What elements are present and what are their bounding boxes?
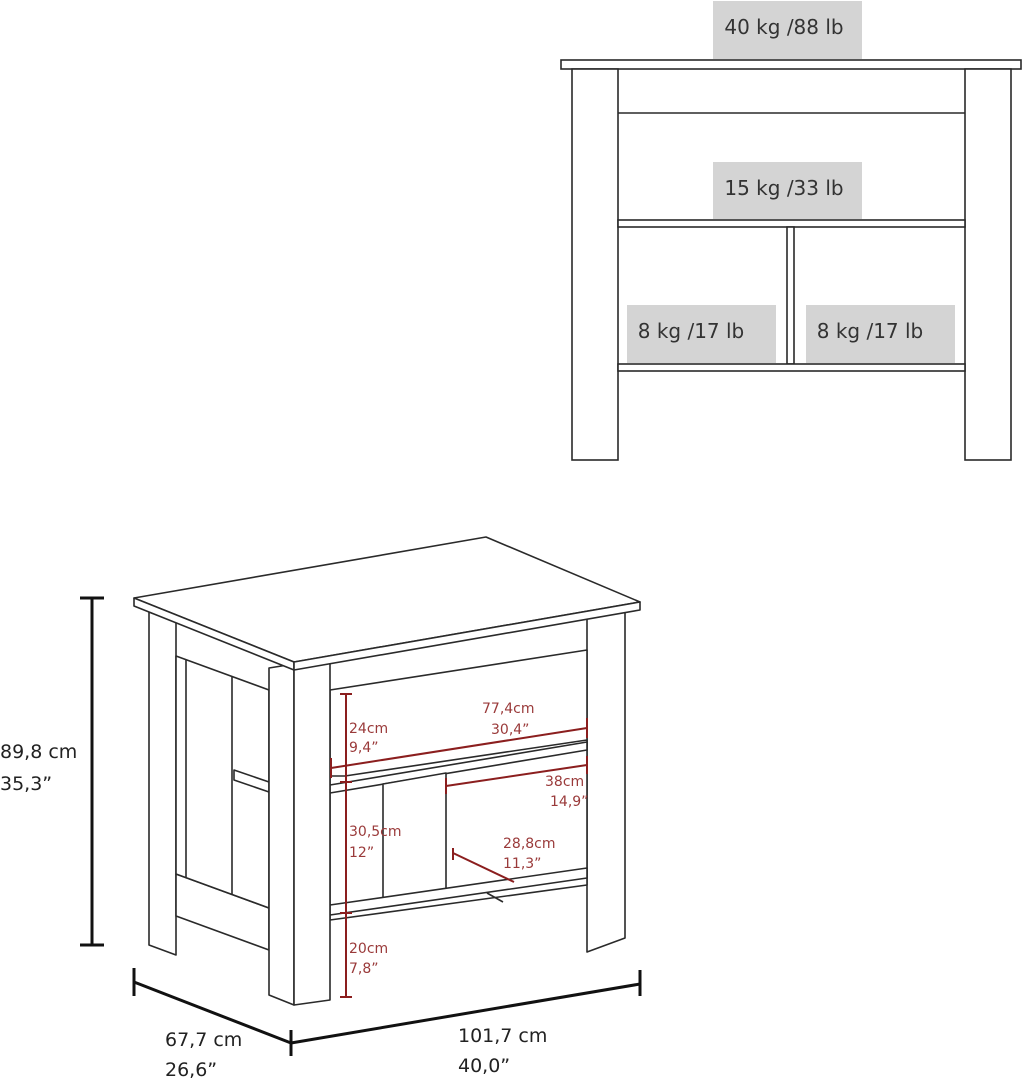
iso-back-right-leg	[586, 602, 626, 953]
cubby-w-in: 14,9”	[550, 794, 588, 810]
width-cm-label: 101,7 cm	[458, 1025, 547, 1047]
isometric-view	[133, 536, 641, 1006]
width-dim-line	[290, 982, 641, 1045]
cubby-width-line	[445, 764, 588, 787]
front-top-panel	[560, 59, 1022, 70]
width-in-label: 40,0”	[458, 1055, 510, 1077]
front-view	[560, 59, 1022, 461]
cubby-h-cm: 30,5cm	[349, 824, 402, 840]
load-upper-shelf-box	[713, 162, 862, 219]
overall-dimension-labels: 89,8 cm 35,3” 67,7 cm 26,6” 101,7 cm 40,…	[0, 741, 547, 1081]
height-in-label: 35,3”	[0, 773, 52, 795]
load-top-box	[713, 1, 862, 59]
iso-front-leg-face	[293, 659, 331, 1006]
upper-opening-h-cm: 24cm	[349, 721, 388, 737]
shelf-w-in: 30,4”	[491, 722, 529, 738]
iso-table-top-front-edge	[293, 601, 641, 671]
front-bottom-shelf	[617, 363, 966, 372]
load-right-cubby-label: 8 kg /17 lb	[817, 319, 924, 343]
shelf-w-cm: 77,4cm	[482, 701, 535, 717]
iso-bottom-brace	[486, 892, 504, 903]
iso-front-leg-side	[268, 663, 295, 1006]
floor-clearance-cm: 20cm	[349, 941, 388, 957]
front-middle-shelf	[617, 219, 966, 228]
front-divider	[786, 226, 795, 365]
load-right-cubby-box	[806, 305, 955, 363]
cubby-d-cm: 28,8cm	[503, 836, 556, 852]
cubby-depth-line	[452, 852, 515, 883]
front-right-leg	[964, 68, 1012, 461]
interior-dimension-lines	[330, 693, 588, 998]
height-cm-label: 89,8 cm	[0, 741, 77, 763]
load-left-cubby-label: 8 kg /17 lb	[638, 319, 745, 343]
load-top-label: 40 kg /88 lb	[724, 15, 843, 39]
cubby-h-in: 12”	[349, 845, 374, 861]
depth-dim-line	[133, 980, 292, 1045]
iso-table-top-surface	[133, 536, 641, 663]
depth-in-label: 26,6”	[165, 1059, 217, 1081]
load-labels: 40 kg /88 lb 15 kg /33 lb 8 kg /17 lb 8 …	[627, 1, 955, 363]
load-upper-shelf-label: 15 kg /33 lb	[724, 176, 843, 200]
depth-cm-label: 67,7 cm	[165, 1029, 242, 1051]
upper-opening-h-in: 9,4”	[349, 740, 379, 756]
iso-back-left-leg	[148, 611, 177, 956]
cubby-d-in: 11,3”	[503, 856, 541, 872]
interior-dimension-labels: 24cm 9,4” 77,4cm 30,4” 38cm 14,9” 30,5cm…	[349, 701, 588, 977]
overall-dimension-lines	[80, 596, 642, 1056]
shelf-width-line	[330, 727, 588, 769]
floor-clearance-in: 7,8”	[349, 961, 379, 977]
front-left-leg	[571, 68, 619, 461]
cubby-w-cm: 38cm	[545, 774, 584, 790]
load-left-cubby-box	[627, 305, 776, 363]
